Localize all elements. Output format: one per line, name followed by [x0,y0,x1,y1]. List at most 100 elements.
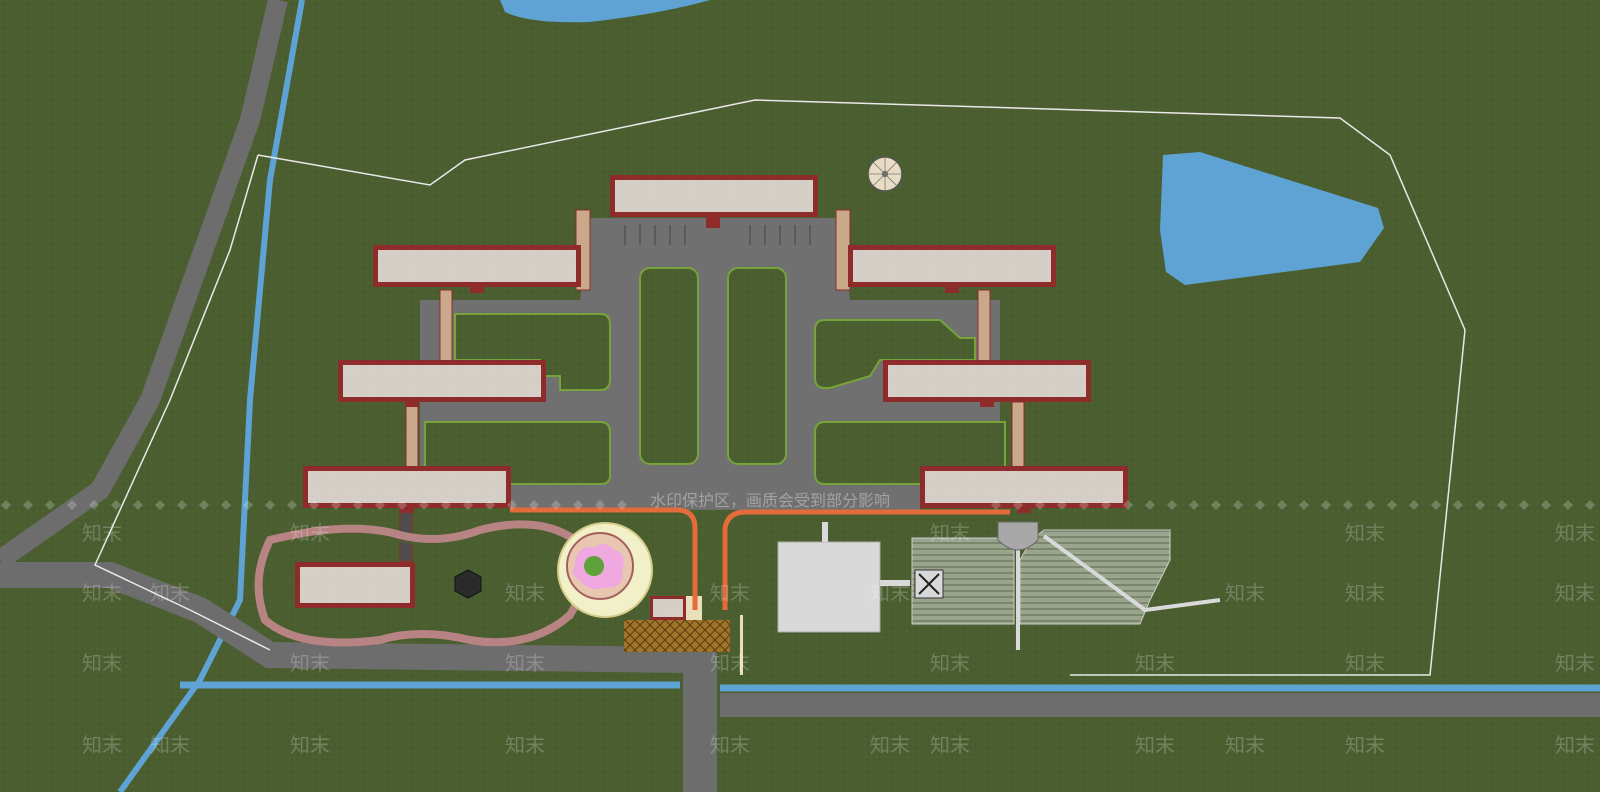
watermark-logo: 知末 [1555,733,1595,757]
watermark-diamond [1585,500,1595,510]
watermark-diamond [595,500,605,510]
watermark-diamond [397,500,407,510]
road-west-south [0,562,691,673]
watermark-banner: 水印保护区，画质会受到部分影响 [650,491,890,510]
hex-pavilion [454,569,482,599]
building-roof-southwest [295,562,415,608]
watermark-diamond [419,500,429,510]
watermark-diamond [1167,500,1177,510]
watermark-diamond [1299,500,1309,510]
building-roof-gatehouse [650,596,702,620]
watermark-logo: 知末 [150,733,190,757]
garden-path-loop-inner [263,530,581,638]
lawn-islands [424,267,1006,485]
pond-top [500,0,710,23]
canal-west [117,0,305,792]
watermark-logo: 知末 [930,521,970,545]
watermark-logo: 知末 [505,581,545,605]
watermark-diamond [1453,500,1463,510]
watermark-logo: 知末 [1345,733,1385,757]
site-boundary [257,99,1466,676]
watermark-diamond [617,500,627,510]
watermark-diamond [221,500,231,510]
circular-garden [557,522,653,618]
watermark-logo: 知末 [1225,581,1265,605]
watermark-diamond [243,500,253,510]
garden-path-loop [254,520,591,647]
watermark-diamond [1409,500,1419,510]
watermark-diamond [1189,500,1199,510]
watermark-logo: 知末 [930,733,970,757]
watermark-diamond [309,500,319,510]
watermark-diamond [463,500,473,510]
watermark-diamond [573,500,583,510]
watermark-diamond [1079,500,1089,510]
watermark-logo: 知末 [1135,733,1175,757]
watermark-logo: 知末 [710,651,750,675]
watermark-logo: 知末 [1135,651,1175,675]
site-boundary-west [94,154,271,651]
watermark-diamond [1321,500,1331,510]
watermark-logo: 知末 [1555,651,1595,675]
watermark-diamond [529,500,539,510]
watermark-diamond [1145,500,1155,510]
round-pavilion [867,156,903,192]
watermark-logo: 知末 [150,581,190,605]
watermark-diamond [1277,500,1287,510]
watermark-diamond [551,500,561,510]
entrance-path [510,507,1010,610]
building-roof-east-3 [920,466,1128,513]
watermark-logo: 知末 [930,651,970,675]
watermark-diamond [23,500,33,510]
watermark-diamond [1211,500,1221,510]
watermark-diamond [111,500,121,510]
pond-east [1160,152,1384,285]
watermark-logo: 知末 [505,651,545,675]
watermark-diamond [991,500,1001,510]
watermark-logo: 知末 [1555,581,1595,605]
central-plaza [420,218,1000,485]
watermark-logo: 知末 [290,521,330,545]
watermark-diamond [353,500,363,510]
watermark-diamond [1035,500,1045,510]
watermark-logo: 知末 [870,733,910,757]
watermark-diamond [441,500,451,510]
watermark-diamond [1123,500,1133,510]
building-roof-west-2 [338,360,546,407]
watermark-diamond [507,500,517,510]
watermark-diamond-band [1,500,1595,510]
watermark-logo: 知末 [1345,521,1385,545]
watermark-logo: 知末 [710,733,750,757]
watermark-diamond [265,500,275,510]
watermark-diamond [1365,500,1375,510]
watermark-diamond [177,500,187,510]
watermark-logo: 知末 [1555,521,1595,545]
watermark-diamond [1233,500,1243,510]
watermark-diamond [1475,500,1485,510]
watermark-diamond [1013,500,1023,510]
watermark-diamond [375,500,385,510]
watermark-diamond [199,500,209,510]
watermark-diamond [67,500,77,510]
road-west [0,0,288,569]
watermark-logo: 知末 [82,651,122,675]
watermark-logos: 知末 知末 知末 知末 知末 知末 知末 知末 知末 知末 知末 知末 知末 知… [82,521,1595,757]
entrance-plaza-paving [624,620,730,652]
gate-post [740,615,743,675]
watermark-diamond [1519,500,1529,510]
building-roof-sports-hall [777,522,910,633]
building-roof-west-3 [303,466,511,513]
watermark-logo: 知末 [1345,581,1385,605]
building-roof-north [610,175,818,228]
watermark-diamond [155,500,165,510]
watermark-logo: 知末 [710,581,750,605]
watermark-logo: 知末 [82,581,122,605]
watermark-diamond [1541,500,1551,510]
watermark-diamond [287,500,297,510]
watermark-logo: 知末 [505,733,545,757]
watermark-diamond [331,500,341,510]
watermark-diamond [1387,500,1397,510]
watermark-logo: 知末 [1345,651,1385,675]
memorial-garden [911,521,1221,650]
